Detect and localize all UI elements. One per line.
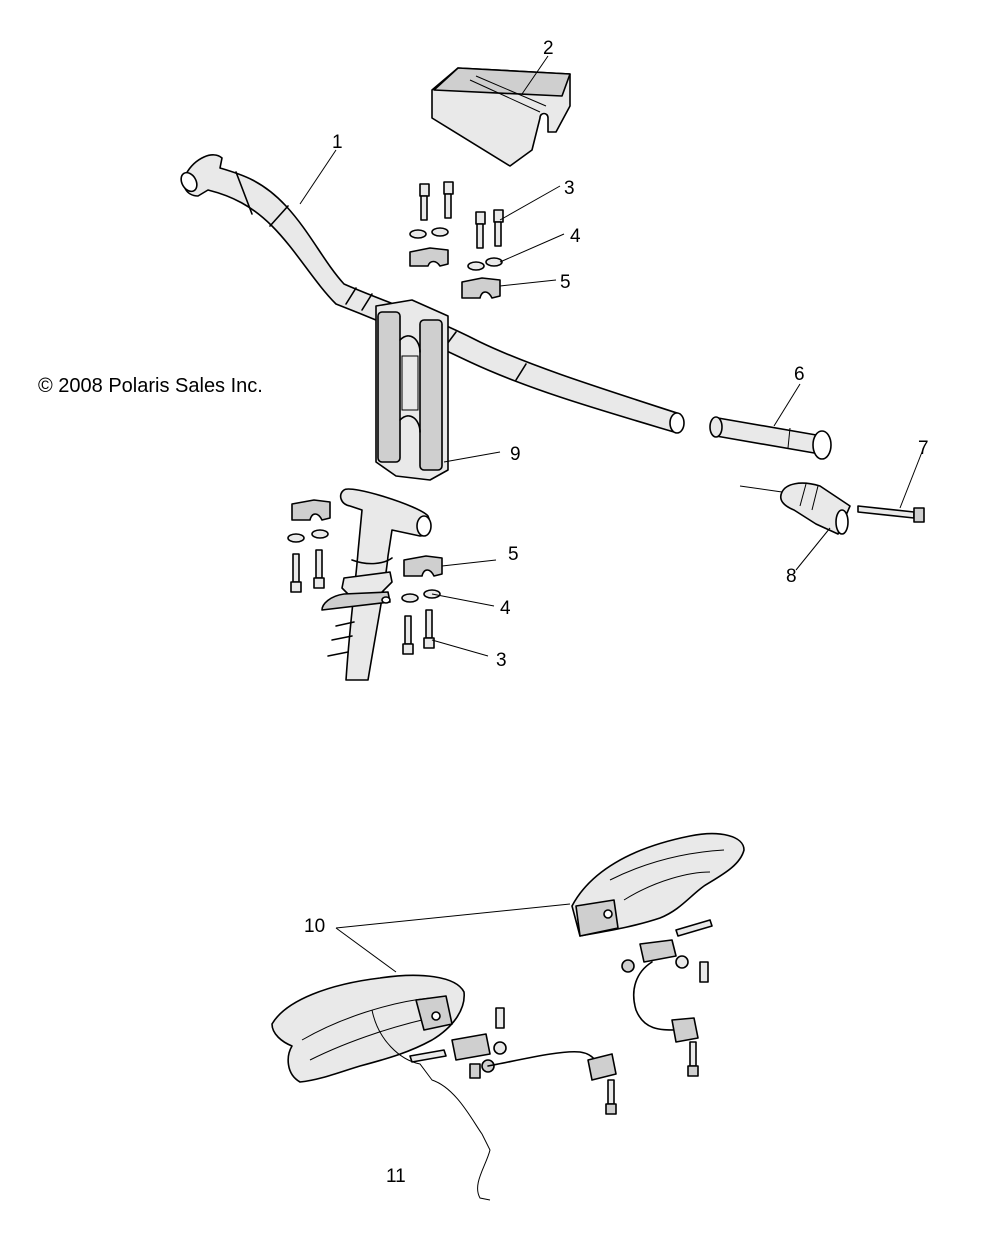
callout-2: 2	[543, 38, 554, 59]
crossbar-pad-part-2[interactable]	[431, 67, 571, 167]
clamp-set-part-5-upper[interactable]	[409, 247, 501, 299]
handlebar-clamp-part-9[interactable]	[375, 299, 449, 481]
callout-5-lower: 5	[508, 544, 519, 565]
callout-3-upper: 3	[564, 178, 575, 199]
washer-set-part-4-lower[interactable]	[287, 529, 441, 603]
end-bolt-part-7[interactable]	[857, 505, 925, 523]
callout-labels: 1 2 3 4 5 6 7 8 9 5 4 3 10 11	[304, 38, 929, 1187]
callout-4-upper: 4	[570, 226, 581, 247]
callout-8: 8	[786, 566, 797, 587]
hand-guard-part-10-left[interactable]	[271, 974, 465, 1083]
steering-post	[321, 488, 432, 681]
callout-6: 6	[794, 364, 805, 385]
bolt-set-part-3-lower[interactable]	[290, 549, 435, 655]
clamp-set-part-5-lower[interactable]	[291, 499, 443, 577]
hand-guard-mount-hardware-right[interactable]	[621, 919, 713, 1077]
callout-7: 7	[918, 438, 929, 459]
callout-10: 10	[304, 916, 325, 937]
callout-9: 9	[510, 444, 521, 465]
washer-set-part-4-upper[interactable]	[409, 227, 503, 271]
callout-leader-lines	[299, 55, 923, 1201]
callout-4-lower: 4	[500, 598, 511, 619]
copyright-notice: © 2008 Polaris Sales Inc.	[38, 375, 263, 397]
callout-5-upper: 5	[560, 272, 571, 293]
callout-1: 1	[332, 132, 343, 153]
hand-guard-mount-hardware-left[interactable]	[409, 1007, 617, 1115]
callout-3-lower: 3	[496, 650, 507, 671]
callout-11: 11	[386, 1166, 406, 1187]
grip-sleeve-part-6[interactable]	[709, 416, 832, 460]
bar-end-plug-part-8[interactable]	[739, 482, 851, 535]
hand-guard-part-10-right[interactable]	[571, 832, 745, 937]
bolt-set-part-3-upper[interactable]	[419, 181, 504, 249]
